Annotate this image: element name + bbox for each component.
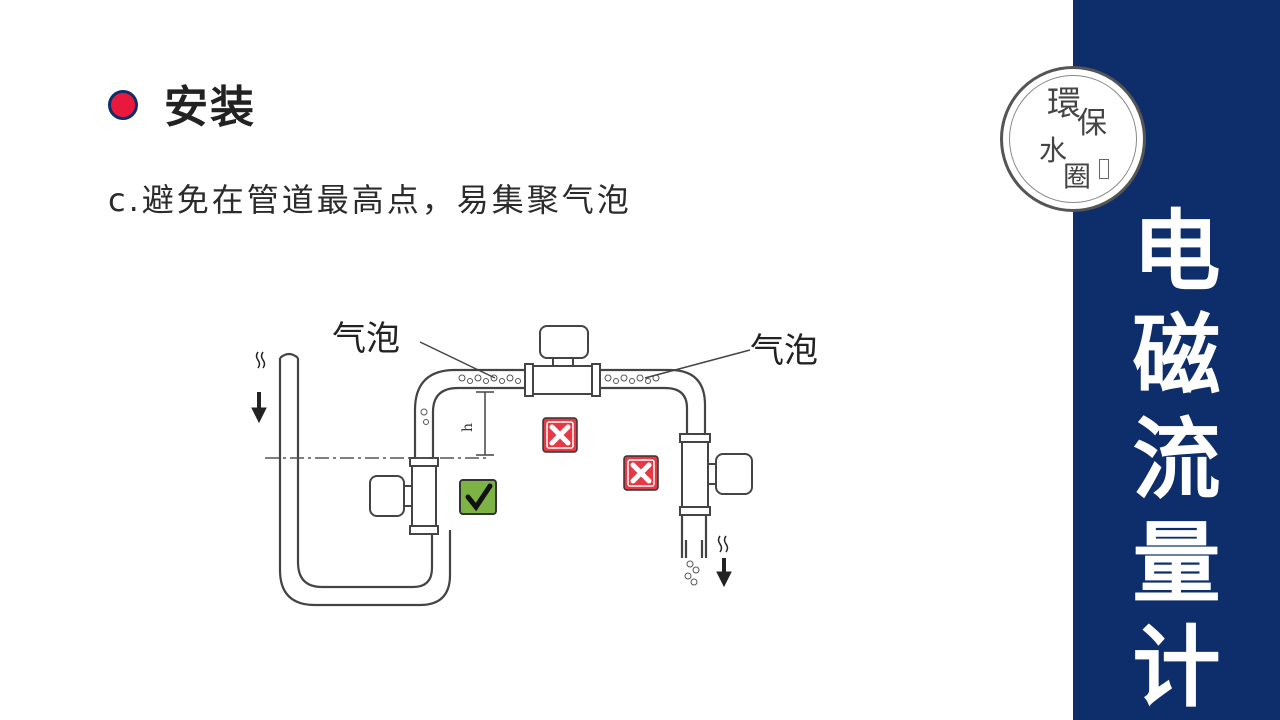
flow-down-arrow-right-icon [716, 535, 732, 588]
sidebar-title-char: 电 [1132, 200, 1221, 303]
heading-bullet-icon [108, 90, 138, 120]
sidebar-title-char: 流 [1132, 408, 1221, 511]
pipe-outline [278, 352, 708, 607]
water-drops [684, 560, 700, 586]
logo-char: 圈 [1063, 160, 1092, 193]
flow-down-arrow-left-icon [251, 351, 267, 424]
label-leader-lines [419, 341, 751, 379]
height-label: h [460, 423, 476, 432]
wrong-mark-top-cross-icon [542, 417, 578, 453]
left-flowmeter [369, 457, 439, 535]
bubble-label-left: 气泡 [332, 319, 400, 359]
correct-mark-check-icon [459, 479, 497, 515]
sidebar-title-char: 磁 [1132, 304, 1221, 407]
sidebar-title-char: 量 [1132, 512, 1221, 615]
slide-subtext: c.避免在管道最高点，易集聚气泡 [108, 181, 632, 219]
logo-char: 保 [1077, 106, 1107, 141]
sidebar-title-char: 计 [1132, 616, 1221, 719]
logo-ring [1009, 75, 1137, 203]
top-flowmeter [524, 325, 601, 397]
wrong-mark-right-cross-icon [623, 455, 659, 491]
bubble-label-right: 气泡 [750, 331, 818, 371]
bubble-cluster [420, 374, 660, 425]
slide-heading: 安装 [164, 82, 256, 133]
logo-char: 水 [1039, 134, 1068, 167]
pipe-installation-diagram: h 气泡 气泡 [251, 319, 818, 607]
logo-char: 環 [1047, 84, 1081, 124]
brand-logo-seal: 環 保 水 圈 [1000, 66, 1146, 212]
sidebar-vertical-title: 电 磁 流 量 计 [1073, 200, 1280, 720]
height-dimension [476, 391, 494, 456]
right-flowmeter [679, 433, 753, 516]
logo-small-seal-icon [1099, 159, 1109, 179]
